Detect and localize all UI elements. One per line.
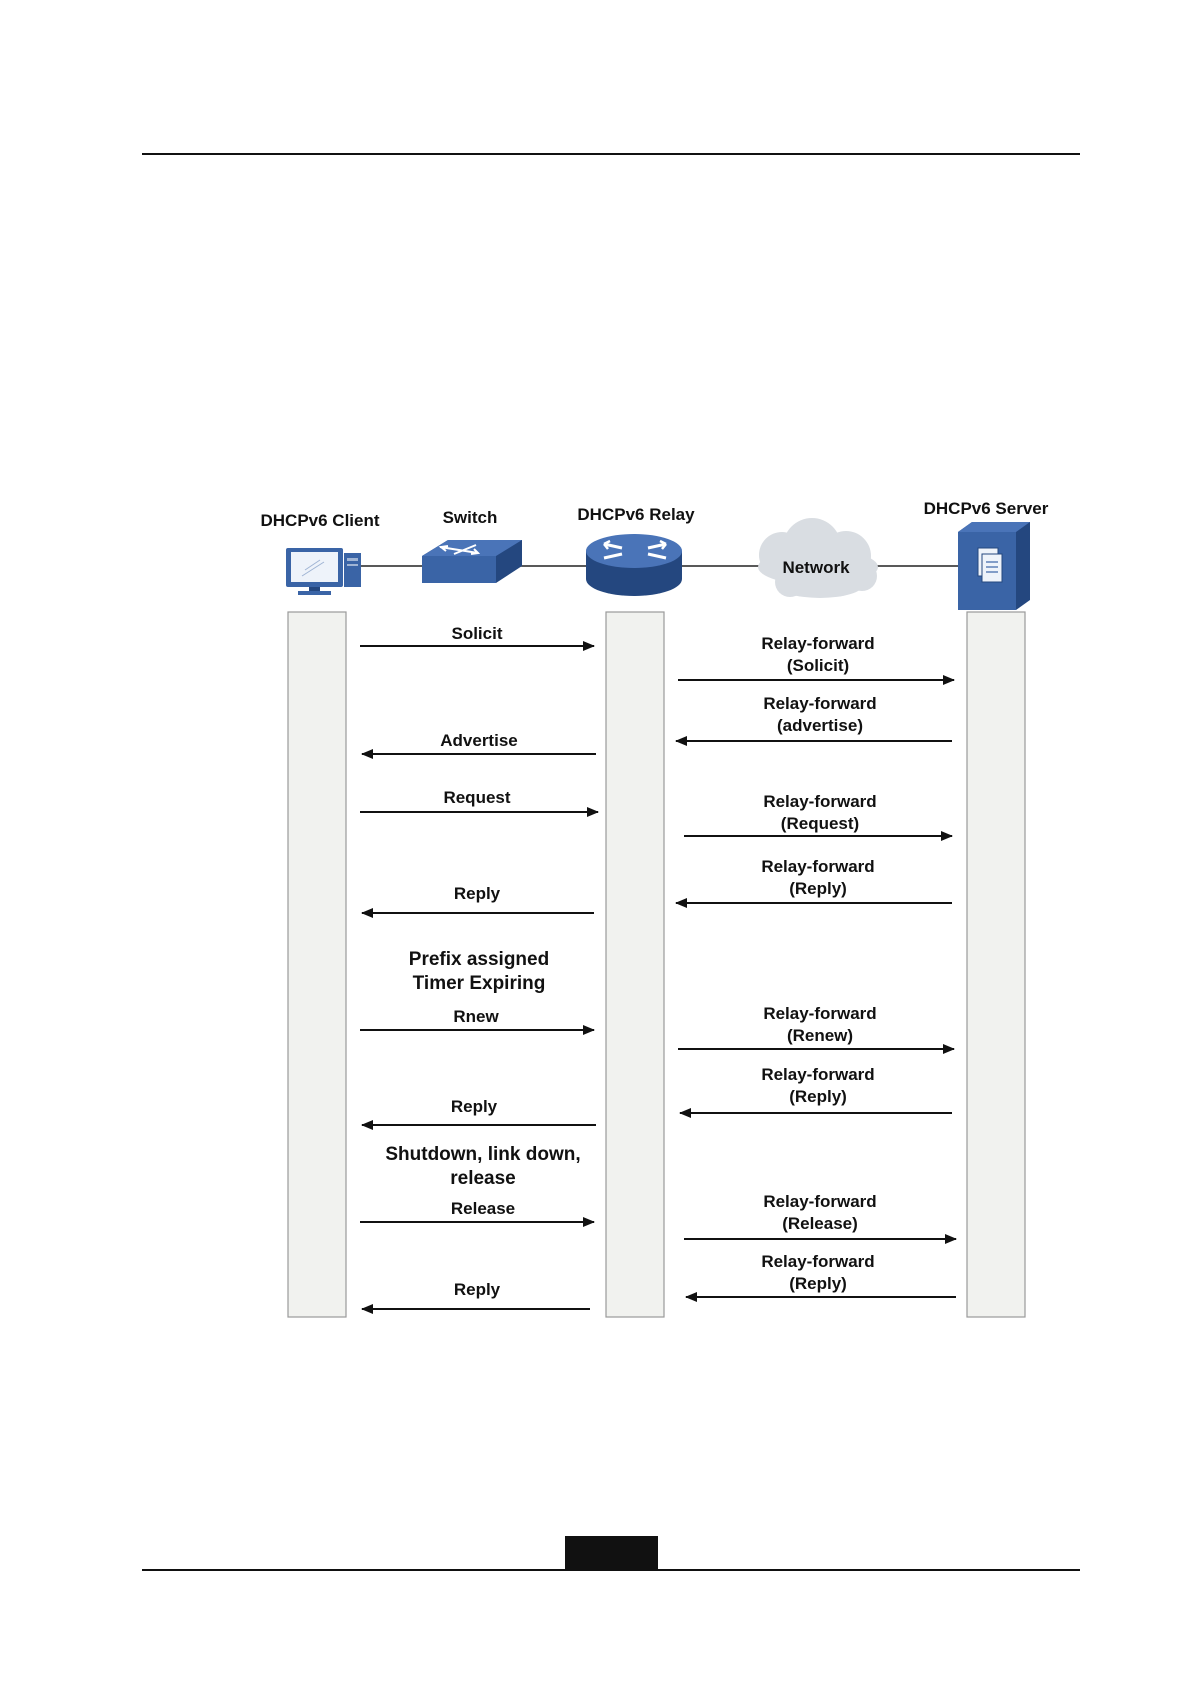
client-message-release: Release — [360, 1199, 595, 1227]
message-label-line1: Relay-forward — [763, 792, 876, 811]
message-label-line1: Relay-forward — [763, 1192, 876, 1211]
message-label: Reply — [454, 884, 501, 903]
switch-icon — [422, 540, 522, 583]
relay-label: DHCPv6 Relay — [577, 505, 695, 524]
note-shutdown-line2: release — [450, 1168, 516, 1189]
relay-message-reply-3: Relay-forward (Reply) — [685, 1252, 956, 1302]
server-lifeline — [966, 611, 1026, 1318]
footer-rule — [142, 1569, 1080, 1571]
message-label: Request — [443, 788, 510, 807]
message-label: Rnew — [453, 1007, 499, 1026]
message-label-line1: Relay-forward — [763, 694, 876, 713]
client-message-rnew: Rnew — [360, 1007, 595, 1035]
client-message-advertise: Advertise — [361, 731, 596, 759]
server-label: DHCPv6 Server — [924, 499, 1049, 518]
message-label-line1: Relay-forward — [761, 857, 874, 876]
server-icon — [958, 522, 1030, 610]
switch-label: Switch — [443, 508, 498, 527]
client-message-reply-2: Reply — [361, 1097, 596, 1130]
message-label-line2: (advertise) — [777, 716, 863, 735]
client-message-reply-3: Reply — [361, 1280, 590, 1314]
message-label-line1: Relay-forward — [763, 1004, 876, 1023]
client-label: DHCPv6 Client — [260, 511, 379, 530]
note-shutdown-line1: Shutdown, link down, — [385, 1144, 580, 1165]
message-label: Advertise — [440, 731, 517, 750]
client-message-reply-1: Reply — [361, 884, 594, 918]
message-label-line2: (Request) — [781, 814, 859, 833]
note-prefix-line1: Prefix assigned — [409, 949, 549, 970]
client-message-solicit: Solicit — [360, 624, 595, 651]
relay-message-renew: Relay-forward (Renew) — [678, 1004, 955, 1054]
page-number-tab — [565, 1536, 658, 1570]
relay-lifeline — [605, 611, 665, 1318]
relay-message-reply-2: Relay-forward (Reply) — [679, 1065, 952, 1118]
relay-message-solicit: Relay-forward (Solicit) — [678, 634, 955, 685]
message-label-line2: (Reply) — [789, 1087, 847, 1106]
message-label-line2: (Renew) — [787, 1026, 853, 1045]
message-label-line2: (Reply) — [789, 1274, 847, 1293]
message-label-line1: Relay-forward — [761, 1065, 874, 1084]
network-cloud-icon — [758, 518, 878, 598]
message-label: Release — [451, 1199, 515, 1218]
message-label: Reply — [454, 1280, 501, 1299]
relay-message-advertise: Relay-forward (advertise) — [675, 694, 952, 746]
message-label: Solicit — [451, 624, 502, 643]
router-icon — [586, 534, 682, 596]
relay-message-request: Relay-forward (Request) — [684, 792, 953, 841]
message-label-line2: (Reply) — [789, 879, 847, 898]
relay-message-reply-1: Relay-forward (Reply) — [675, 857, 952, 908]
computer-icon — [286, 548, 361, 595]
message-label-line2: (Solicit) — [787, 656, 849, 675]
message-label-line1: Relay-forward — [761, 1252, 874, 1271]
header-rule — [142, 153, 1080, 155]
message-label: Reply — [451, 1097, 498, 1116]
message-label-line1: Relay-forward — [761, 634, 874, 653]
relay-message-release: Relay-forward (Release) — [684, 1192, 957, 1244]
note-prefix-line2: Timer Expiring — [413, 973, 546, 994]
network-label: Network — [782, 558, 850, 577]
message-label-line2: (Release) — [782, 1214, 858, 1233]
client-message-request: Request — [360, 788, 599, 817]
client-lifeline — [287, 611, 347, 1318]
